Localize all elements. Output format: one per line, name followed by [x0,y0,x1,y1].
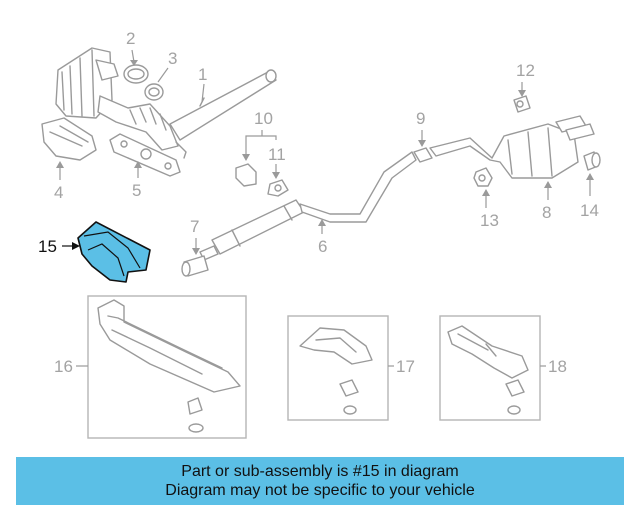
callout-15: 15 [38,237,57,256]
callout-11: 11 [268,145,286,164]
callout-8: 8 [542,203,551,222]
callout-3: 3 [168,49,177,68]
clamp-part [123,64,149,84]
callout-5: 5 [132,181,141,200]
exhaust-system-diagram: 1 2 3 4 5 6 7 [38,29,601,439]
callout-2: 2 [126,29,135,48]
callout-1: 1 [198,65,207,84]
callout-9: 9 [416,109,425,128]
rear-muffler-part [429,115,595,179]
intermediate-pipe-part [199,151,417,261]
flange-gasket-part [109,133,181,177]
callout-10: 10 [254,109,273,128]
hanger-part [235,163,289,197]
hanger-bracket-part [513,95,531,113]
callout-6: 6 [318,237,327,256]
banner-line-1: Part or sub-assembly is #15 in diagram [181,463,459,480]
callout-13: 13 [480,211,499,230]
callout-4: 4 [54,183,63,202]
heat-shield-box-17 [287,315,389,421]
clamp-9-part [413,147,433,163]
gasket-part [144,83,164,101]
banner-line-2: Diagram may not be specific to your vehi… [165,482,475,499]
catalytic-converter-part [55,47,277,159]
callout-18: 18 [548,357,567,376]
heat-shield-box-18 [439,315,541,421]
pipe-clamp-part [181,255,209,277]
callout-7: 7 [190,217,199,236]
callout-16: 16 [54,357,73,376]
info-banner: Part or sub-assembly is #15 in diagram D… [16,457,624,505]
bracket-part [41,117,97,161]
callout-12: 12 [516,61,535,80]
callout-14: 14 [580,201,599,220]
rubber-mount-part [473,167,493,187]
heat-shield-box-16 [87,295,247,439]
pipe-connector-part [583,151,601,171]
callout-17: 17 [396,357,415,376]
heat-shield-part-highlighted[interactable] [77,221,151,283]
